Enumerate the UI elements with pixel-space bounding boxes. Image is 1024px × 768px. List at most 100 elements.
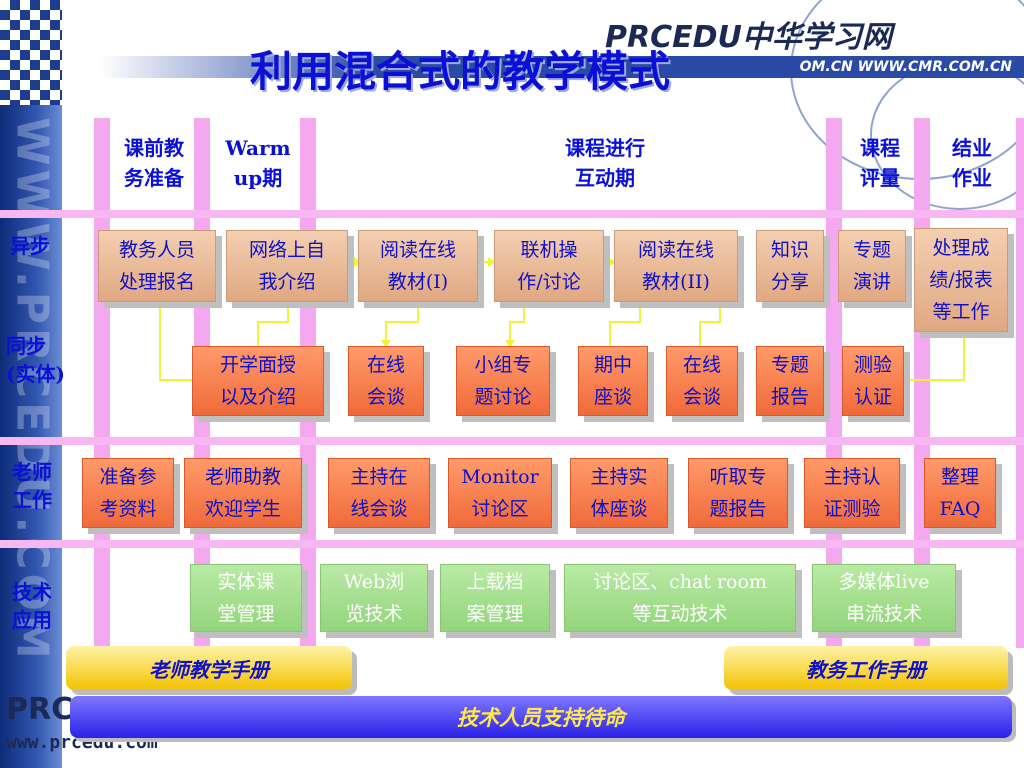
box-text: 小组专 (474, 354, 532, 376)
box-text: 专题 (770, 354, 809, 376)
sync-box-opening: 开学面授以及介绍 (192, 346, 324, 416)
top-banner: OM.CN WWW.CMR.COM.CN (100, 56, 1024, 78)
connector-line (509, 302, 525, 344)
box-text: 考资料 (99, 498, 157, 520)
sync-box-group-discussion: 小组专题讨论 (456, 346, 550, 416)
box-text: 整理 (940, 466, 979, 488)
box-text: 主持实 (590, 466, 648, 488)
connector-arrow (488, 257, 496, 267)
async-box-reading-1: 阅读在线教材(I) (358, 230, 478, 302)
teacher-box-welcome: 老师助教欢迎学生 (184, 458, 302, 528)
connector-line (257, 302, 289, 346)
box-text: 主持在 (350, 466, 408, 488)
async-box-reading-2: 阅读在线教材(II) (614, 230, 738, 302)
teacher-handbook-bar: 老师教学手册 (66, 646, 352, 690)
side-watermark-text: WWW.PRCEDU.COM (6, 117, 58, 663)
async-box-registration: 教务人员处理报名 (98, 230, 216, 302)
row-label-tech: 技术 应用 (12, 578, 62, 634)
box-text: 在线 (366, 354, 405, 376)
box-text: 等互动技术 (632, 603, 728, 625)
box-text: 联机操 (520, 239, 578, 261)
tech-box-web-browsing: Web浏览技术 (320, 564, 428, 632)
async-box-knowledge-sharing: 知识分享 (756, 230, 824, 302)
box-text: 老师助教 (204, 466, 281, 488)
box-text: FAQ (939, 498, 981, 520)
sync-box-certification: 测验认证 (842, 346, 904, 416)
box-text: 主持认 (823, 466, 881, 488)
box-text: 会谈 (682, 386, 721, 408)
teacher-box-faq: 整理 FAQ (924, 458, 996, 528)
async-box-online-discussion: 联机操作/讨论 (494, 230, 604, 302)
box-text: 座谈 (593, 386, 632, 408)
column-header-line: 课程进行 (565, 136, 645, 160)
box-text: 在线 (682, 354, 721, 376)
connector-arrow (608, 257, 616, 267)
page-title: 利用混合式的教学模式 (250, 47, 671, 96)
box-text: 串流技术 (845, 603, 922, 625)
teacher-box-prepare: 准备参考资料 (82, 458, 174, 528)
box-text: 教材(I) (387, 271, 449, 293)
box-text: 作/讨论 (517, 271, 581, 293)
box-text: 多媒体live (838, 571, 930, 593)
tech-box-streaming: 多媒体live 串流技术 (812, 564, 956, 632)
sync-box-online-talk-2: 在线会谈 (666, 346, 738, 416)
tech-support-bar: 技术人员支持待命 (70, 696, 1012, 738)
sync-box-midterm: 期中座谈 (578, 346, 648, 416)
row-separator (0, 210, 1024, 218)
box-text: Web浏 (343, 571, 405, 593)
connector-arrow (505, 340, 515, 348)
box-text: 开学面授 (219, 354, 296, 376)
box-text: 实体课 (217, 571, 275, 593)
row-label-teacher: 老师 工作 (12, 458, 62, 514)
column-header-line: 结业 (952, 136, 992, 160)
checker-pattern (0, 0, 62, 105)
teacher-box-host-seminar: 主持实体座谈 (570, 458, 668, 528)
box-text: 绩/报表 (929, 269, 993, 291)
column-header-graduation: 结业 作业 (930, 133, 1014, 193)
column-header-line: 务准备 (124, 166, 184, 190)
column-header-line: 互动期 (575, 166, 635, 190)
box-text: 等工作 (932, 301, 990, 323)
box-text: 教材(II) (642, 271, 710, 293)
box-text: 讨论区 (471, 498, 529, 520)
box-text: 堂管理 (217, 603, 275, 625)
tech-box-upload: 上载档案管理 (440, 564, 550, 632)
box-text: 会谈 (366, 386, 405, 408)
connector-line (385, 302, 419, 344)
column-header-pre-course: 课前教 务准备 (110, 133, 198, 193)
teacher-box-host-online: 主持在线会谈 (328, 458, 430, 528)
box-text: 演讲 (852, 271, 891, 293)
teacher-box-host-exam: 主持认证测验 (804, 458, 900, 528)
left-decorative-strip (0, 0, 62, 768)
box-text: 阅读在线 (637, 239, 714, 261)
column-header-line: Warm (225, 136, 291, 160)
row-label-line: 工作 (12, 488, 52, 512)
column-header-warm-up: Warm up期 (212, 133, 304, 193)
box-text: 处理成 (932, 237, 990, 259)
box-text: 分享 (770, 271, 809, 293)
connector-line (159, 302, 192, 381)
async-box-lecture: 专题演讲 (838, 230, 906, 302)
box-text: 知识 (770, 239, 809, 261)
box-text: 听取专 (709, 466, 767, 488)
row-label-line: 同步 (6, 334, 46, 358)
row-separator (0, 540, 1024, 548)
box-text: 我介绍 (258, 271, 316, 293)
connector-line (609, 302, 641, 346)
box-text: Monitor (461, 466, 539, 488)
row-label-line: 老师 (12, 460, 52, 484)
box-text: 认证 (853, 386, 892, 408)
box-text: 题讨论 (474, 386, 532, 408)
row-separator (0, 437, 1024, 445)
connector-line (904, 332, 965, 381)
column-header-course-interaction: 课程进行 互动期 (520, 133, 690, 193)
async-box-self-intro: 网络上自我介绍 (226, 230, 348, 302)
box-text: 题报告 (709, 498, 767, 520)
box-text: 处理报名 (118, 271, 195, 293)
box-text: 线会谈 (350, 498, 408, 520)
box-text: 期中 (593, 354, 632, 376)
box-text: 专题 (852, 239, 891, 261)
box-text: 阅读在线 (379, 239, 456, 261)
